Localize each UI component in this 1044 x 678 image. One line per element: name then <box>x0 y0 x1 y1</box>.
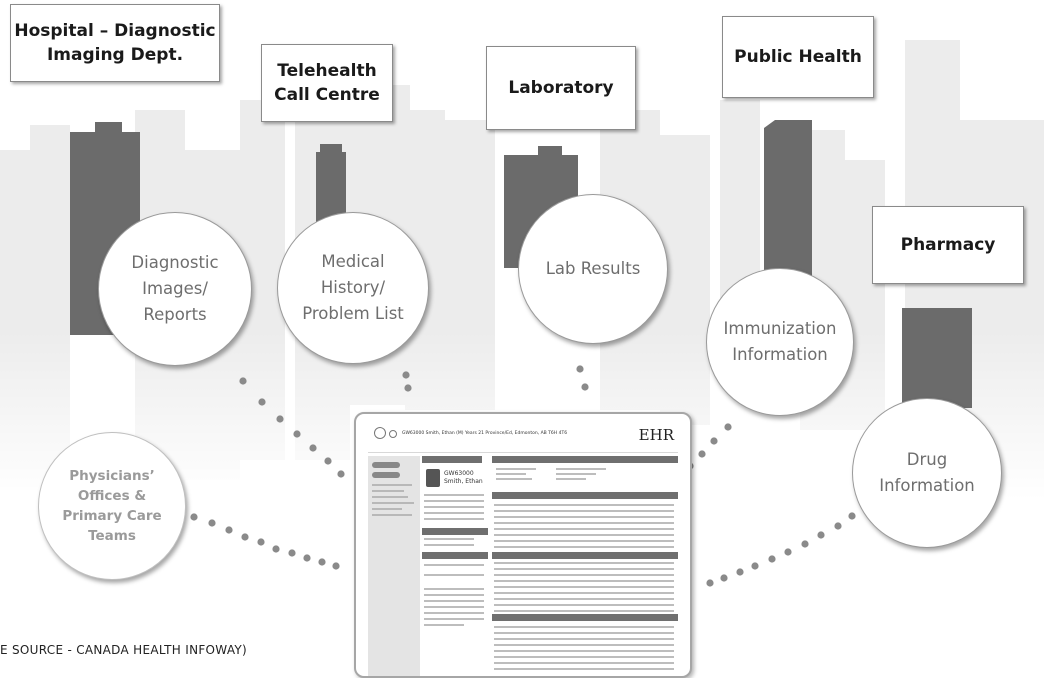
circle-drug-text: Drug Information <box>879 450 975 495</box>
circle-drug-information: Drug Information <box>852 398 1002 548</box>
circle-diagnostic-text: Diagnostic Images/ Reports <box>131 253 219 324</box>
ehr-section-bar <box>492 492 678 499</box>
dots-drug <box>720 574 728 582</box>
ehr-side-item <box>372 502 414 504</box>
label-laboratory-text: Laboratory <box>508 78 614 98</box>
dots-physicians <box>241 533 249 541</box>
dots-drug <box>706 579 714 587</box>
ehr-side-item <box>372 490 404 492</box>
dots-diagnostic <box>258 398 266 406</box>
ehr-logo: EHR <box>638 426 674 444</box>
ehr-section-bar <box>492 614 678 621</box>
ehr-patient-name: GW63000 Smith, Ethan <box>444 470 483 485</box>
circle-medical-text: Medical History/ Problem List <box>302 252 404 323</box>
ehr-section-bar <box>422 456 482 463</box>
dots-medical <box>404 384 412 392</box>
dots-immunization <box>724 423 732 431</box>
dots-drug <box>848 512 856 520</box>
ehr-section-bar <box>422 552 488 559</box>
dots-physicians <box>332 562 340 570</box>
dots-diagnostic <box>276 415 284 423</box>
circle-medical-history: Medical History/ Problem List <box>277 212 429 364</box>
dots-physicians <box>257 538 265 546</box>
dots-physicians <box>288 549 296 557</box>
diagram-canvas: Hospital – Diagnostic Imaging Dept. Tele… <box>0 4 1044 678</box>
dots-lab <box>576 365 584 373</box>
dots-physicians <box>303 554 311 562</box>
dots-drug <box>801 540 809 548</box>
ehr-logout-button <box>372 472 400 478</box>
dots-physicians <box>225 526 233 534</box>
ehr-section-bar <box>492 456 678 463</box>
dots-drug <box>751 562 759 570</box>
label-telehealth: Telehealth Call Centre <box>261 44 393 122</box>
ehr-side-item <box>372 496 408 498</box>
dots-diagnostic <box>324 457 332 465</box>
ehr-section-bar <box>492 552 678 559</box>
ehr-home-icon <box>374 427 386 439</box>
dots-drug <box>817 531 825 539</box>
circle-lab-text: Lab Results <box>545 259 641 278</box>
dots-lab <box>581 383 589 391</box>
dark-buildings <box>70 120 972 408</box>
ehr-side-item <box>372 508 402 510</box>
circle-immunization-text: Immunization Information <box>723 319 837 364</box>
public-health-building <box>764 120 812 280</box>
ehr-section-bar <box>422 528 488 535</box>
dots-diagnostic <box>337 470 345 478</box>
label-pharmacy: Pharmacy <box>872 206 1024 284</box>
pharmacy-building <box>902 308 972 408</box>
label-hospital-diagnostic-imaging: Hospital – Diagnostic Imaging Dept. <box>10 4 220 82</box>
label-public-health-text: Public Health <box>734 47 862 67</box>
ehr-side-item <box>372 484 412 486</box>
dots-physicians <box>272 545 280 553</box>
ehr-patient-photo <box>426 469 440 487</box>
dots-diagnostic <box>293 430 301 438</box>
ehr-patient-header: GW63000 Smith, Ethan (M) Years 21 Provin… <box>402 431 568 436</box>
dots-drug <box>784 548 792 556</box>
label-laboratory: Laboratory <box>486 46 636 130</box>
label-hospital-text: Hospital – Diagnostic Imaging Dept. <box>14 21 216 65</box>
circle-diagnostic-images: Diagnostic Images/ Reports <box>98 212 252 366</box>
ehr-sidebar <box>368 456 420 676</box>
label-pharmacy-text: Pharmacy <box>900 235 996 255</box>
ehr-help-button <box>372 462 400 468</box>
label-public-health: Public Health <box>722 16 874 98</box>
circle-immunization: Immunization Information <box>706 268 854 416</box>
dots-medical <box>402 371 410 379</box>
circle-lab-results: Lab Results <box>518 194 668 344</box>
dots-physicians <box>208 519 216 527</box>
dots-physicians <box>318 558 326 566</box>
dots-immunization <box>710 437 718 445</box>
ehr-nav-icon <box>389 430 397 438</box>
dots-drug <box>834 522 842 530</box>
circle-physicians-text: Physicians’ Offices & Primary Care Teams <box>62 468 162 544</box>
ehr-screen: GW63000 Smith, Ethan (M) Years 21 Provin… <box>354 412 692 678</box>
circle-physicians-offices: Physicians’ Offices & Primary Care Teams <box>38 432 186 580</box>
dots-drug <box>736 568 744 576</box>
dots-diagnostic <box>309 444 317 452</box>
source-note: E SOURCE - CANADA HEALTH INFOWAY) <box>0 643 248 657</box>
dots-drug <box>768 555 776 563</box>
dots-physicians <box>190 513 198 521</box>
ehr-header: GW63000 Smith, Ethan (M) Years 21 Provin… <box>356 414 690 452</box>
ehr-divider <box>368 452 678 453</box>
dots-immunization <box>698 450 706 458</box>
label-telehealth-text: Telehealth Call Centre <box>274 61 380 105</box>
dots-diagnostic <box>239 377 247 385</box>
ehr-side-item <box>372 514 412 516</box>
